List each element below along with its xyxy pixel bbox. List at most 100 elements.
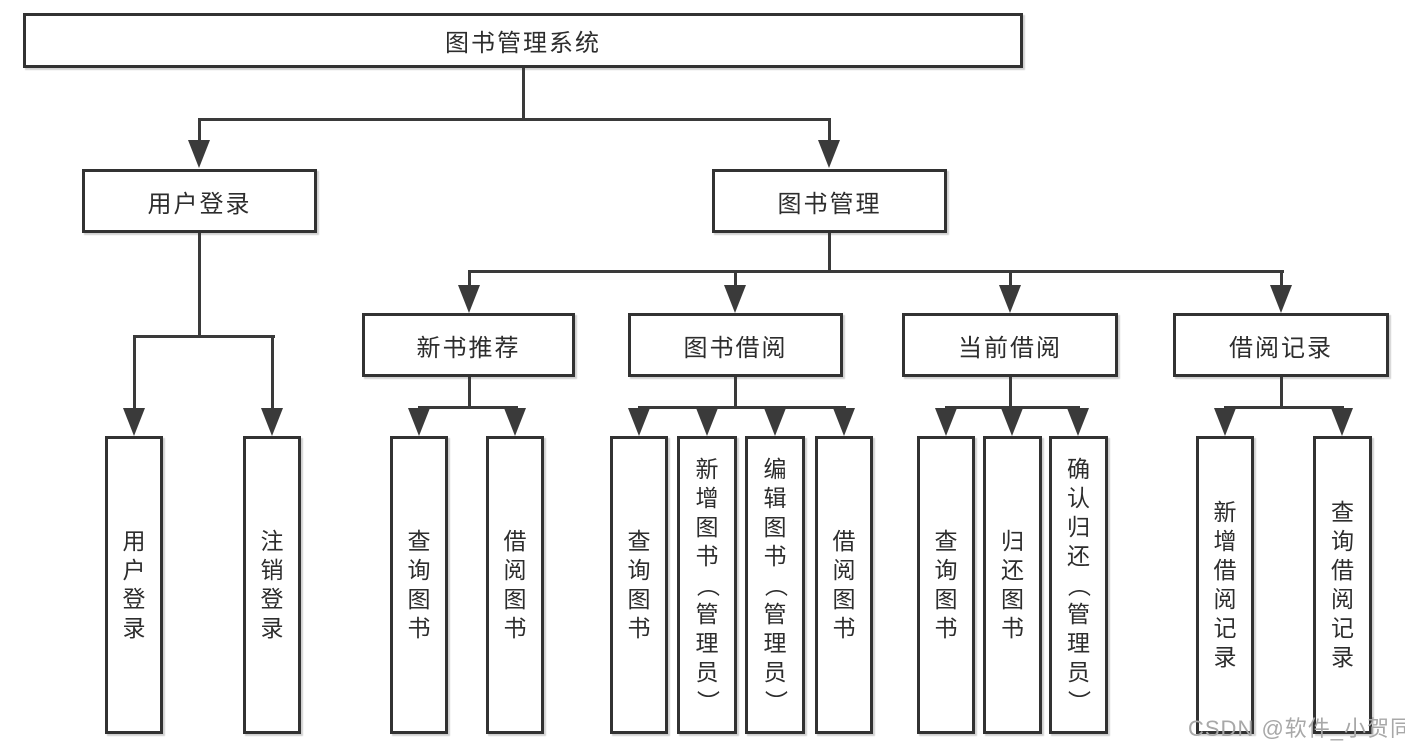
- arrow-down-icon: [188, 140, 210, 168]
- vertical-char: 记: [1331, 615, 1354, 641]
- vertical-char: 书: [695, 542, 719, 569]
- connector-vline: [197, 118, 201, 145]
- arrow-down-icon: [1067, 408, 1089, 436]
- vertical-char: 借: [503, 528, 527, 554]
- vertical-char: 户: [122, 557, 146, 583]
- vertical-char: 员: [763, 658, 787, 685]
- node-label: 借阅图书: [818, 439, 870, 731]
- vertical-char: 阅: [1331, 586, 1354, 612]
- vertical-char: 查: [627, 528, 651, 554]
- connector-hline: [132, 334, 275, 338]
- vertical-char: 理: [1067, 629, 1090, 656]
- vertical-char: 询: [627, 557, 651, 583]
- connector-vline: [270, 335, 274, 412]
- vertical-char: 员: [695, 658, 719, 685]
- connector-hline: [637, 405, 846, 409]
- node-label: 确认归还（管理员）: [1052, 439, 1105, 731]
- vertical-char: 借: [832, 528, 856, 554]
- connector-hline: [467, 269, 1284, 273]
- connector-vline: [132, 335, 136, 412]
- vertical-char: 询: [1331, 528, 1354, 554]
- node-current-borrowing: 当前借阅: [902, 313, 1118, 377]
- vertical-char: 录: [1331, 644, 1354, 670]
- vertical-char: 认: [1067, 484, 1090, 511]
- arrow-down-icon: [1214, 408, 1236, 436]
- arrow-down-icon: [123, 408, 145, 436]
- node-label: 查询借阅记录: [1316, 439, 1369, 731]
- vertical-char: 登: [260, 586, 284, 612]
- vertical-char: （: [694, 573, 721, 597]
- vertical-char: 图: [934, 586, 958, 612]
- node-label: 查询图书: [920, 439, 972, 731]
- connector-hline: [197, 117, 830, 121]
- vertical-char: 新: [695, 455, 719, 482]
- node-new-book-recommend: 新书推荐: [362, 313, 575, 377]
- vertical-char: 归: [1001, 528, 1024, 554]
- node-query-borrow-record: 查询借阅记录: [1313, 436, 1372, 734]
- node-book-management: 图书管理: [712, 169, 947, 233]
- node-borrowing-records: 借阅记录: [1173, 313, 1389, 377]
- vertical-char: 图: [832, 586, 856, 612]
- arrow-down-icon: [408, 408, 430, 436]
- node-label: 当前借阅: [958, 334, 1062, 362]
- node-label: 注销登录: [246, 439, 298, 731]
- vertical-char: 阅: [503, 557, 527, 583]
- node-user-login-leaf: 用户登录: [105, 436, 163, 734]
- connector-vline: [467, 377, 471, 408]
- connector-vline: [827, 233, 831, 273]
- vertical-char: 查: [1331, 499, 1354, 525]
- arrow-down-icon: [724, 285, 746, 313]
- connector-vline: [827, 118, 831, 145]
- node-edit-book-admin: 编辑图书（管理员）: [745, 436, 805, 734]
- node-add-borrow-record: 新增借阅记录: [1196, 436, 1254, 734]
- vertical-char: 借: [1331, 557, 1354, 583]
- vertical-char: 员: [1067, 658, 1090, 685]
- node-label: 新增图书（管理员）: [680, 439, 734, 731]
- vertical-char: 新: [1213, 499, 1237, 525]
- arrow-down-icon: [261, 408, 283, 436]
- vertical-char: 书: [503, 615, 527, 641]
- arrow-down-icon: [1001, 408, 1023, 436]
- vertical-char: 辑: [763, 484, 787, 511]
- node-label: 借阅记录: [1229, 334, 1333, 362]
- vertical-char: 书: [407, 615, 431, 641]
- node-label: 归还图书: [986, 439, 1039, 731]
- vertical-char: 图: [407, 586, 431, 612]
- node-label: 借阅图书: [489, 439, 541, 731]
- vertical-char: 用: [122, 528, 146, 554]
- connector-vline: [1279, 270, 1283, 289]
- vertical-char: 理: [695, 629, 719, 656]
- watermark: CSDN @软件_小贺同学: [1188, 716, 1405, 741]
- vertical-char: 确: [1067, 455, 1090, 482]
- vertical-char: 还: [1067, 542, 1090, 569]
- vertical-char: 图: [627, 586, 651, 612]
- arrow-down-icon: [833, 408, 855, 436]
- vertical-char: 书: [627, 615, 651, 641]
- node-borrow-books-recommend: 借阅图书: [486, 436, 544, 734]
- node-query-books-borrow: 查询图书: [610, 436, 668, 734]
- vertical-char: 还: [1001, 557, 1024, 583]
- vertical-char: 归: [1067, 513, 1090, 540]
- vertical-char: 增: [1213, 528, 1237, 554]
- node-label: 图书管理系统: [445, 30, 601, 57]
- vertical-char: 阅: [1213, 586, 1237, 612]
- vertical-char: 注: [260, 528, 284, 554]
- node-label: 图书借阅: [683, 334, 788, 362]
- node-label: 新增借阅记录: [1199, 439, 1251, 731]
- arrow-down-icon: [458, 285, 480, 313]
- node-library-system: 图书管理系统: [23, 13, 1023, 68]
- vertical-char: 增: [695, 484, 719, 511]
- vertical-char: 阅: [832, 557, 856, 583]
- connector-vline: [467, 270, 471, 289]
- node-book-borrowing: 图书借阅: [628, 313, 843, 377]
- vertical-char: 管: [695, 600, 719, 627]
- connector-vline: [1279, 377, 1283, 408]
- vertical-char: 理: [763, 629, 787, 656]
- node-label: 新书推荐: [416, 334, 521, 362]
- node-query-books-recommend: 查询图书: [390, 436, 448, 734]
- arrow-down-icon: [818, 140, 840, 168]
- vertical-char: 记: [1213, 615, 1237, 641]
- arrow-down-icon: [999, 285, 1021, 313]
- node-query-books-current: 查询图书: [917, 436, 975, 734]
